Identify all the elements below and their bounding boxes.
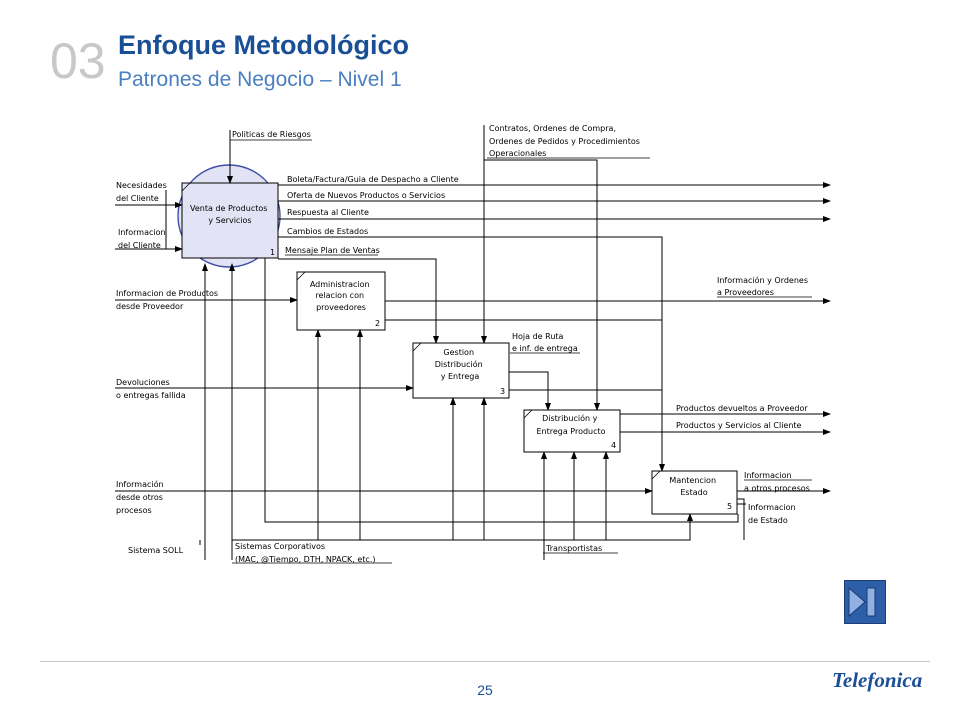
telefonica-logo: Telefonica	[832, 668, 923, 692]
label-productos-servicios: Productos y Servicios al Cliente	[676, 421, 802, 430]
label-transportistas: Transportistas	[545, 544, 602, 553]
process-box-4	[523, 409, 621, 453]
page-number: 25	[477, 682, 493, 698]
page-subtitle: Patrones de Negocio – Nivel 1	[118, 68, 402, 91]
label-informacion-estado: Informacion de Estado	[748, 503, 798, 525]
process-4-number: 4	[611, 441, 616, 450]
section-number: 03	[50, 33, 106, 89]
label-respuesta-cliente: Respuesta al Cliente	[287, 208, 369, 217]
skip-forward-icon	[848, 586, 876, 618]
label-informacion-ordenes: Información y Ordenes a Proveedores	[717, 275, 811, 297]
label-informacion-otros-procesos: Informacion a otros procesos	[744, 471, 810, 493]
process-box-3	[412, 342, 510, 399]
label-cambios-estados: Cambios de Estados	[287, 227, 368, 236]
process-box-5	[651, 470, 738, 515]
process-3-label: Gestion Distribución y Entrega	[435, 348, 485, 381]
label-informacion-productos: Informacion de Productos desde Proveedor	[116, 289, 221, 311]
label-underlines	[230, 139, 812, 564]
label-mensaje-plan-ventas: Mensaje Plan de Ventas	[285, 246, 380, 255]
process-1-label: Venta de Productos y Servicios	[190, 204, 270, 225]
label-hoja-ruta: Hoja de Ruta e inf. de entrega	[512, 332, 578, 353]
label-productos-devueltos: Productos devueltos a Proveedor	[676, 404, 808, 413]
label-oferta-productos: Oferta de Nuevos Productos o Servicios	[287, 191, 445, 200]
connector-lines	[115, 125, 831, 560]
process-5-number: 5	[727, 502, 732, 511]
label-informacion-otros: Información desde otros procesos	[116, 479, 166, 515]
label-politicas-riesgos: Politicas de Riesgos	[232, 130, 311, 139]
process-box-1	[181, 182, 279, 259]
label-informacion-cliente: Informacion del Cliente	[118, 228, 168, 250]
label-boleta-factura: Boleta/Factura/Guia de Despacho a Client…	[287, 175, 459, 184]
next-slide-button[interactable]	[844, 580, 886, 624]
label-contratos: Contratos, Ordenes de Compra, Ordenes de…	[489, 124, 642, 158]
process-2-label: Administracion relacion con proveedores	[310, 280, 372, 312]
label-sistemas-corporativos: Sistemas Corporativos (MAC, @Tiempo, DTH…	[235, 542, 375, 564]
label-sistema-soll: Sistema SOLL	[128, 546, 184, 555]
process-3-number: 3	[500, 387, 505, 396]
footer-divider	[40, 661, 930, 662]
label-devoluciones: Devoluciones o entregas fallida	[116, 378, 186, 400]
process-5-label: Mantencion Estado	[669, 476, 718, 497]
process-1-number: 1	[270, 248, 275, 257]
process-4-label: Distribución y Entrega Producto	[536, 413, 605, 436]
process-box-2	[296, 271, 386, 331]
process-2-number: 2	[375, 319, 380, 328]
label-necesidades-cliente: Necesidades del Cliente	[116, 181, 169, 203]
page-title: Enfoque Metodológico	[118, 30, 409, 60]
